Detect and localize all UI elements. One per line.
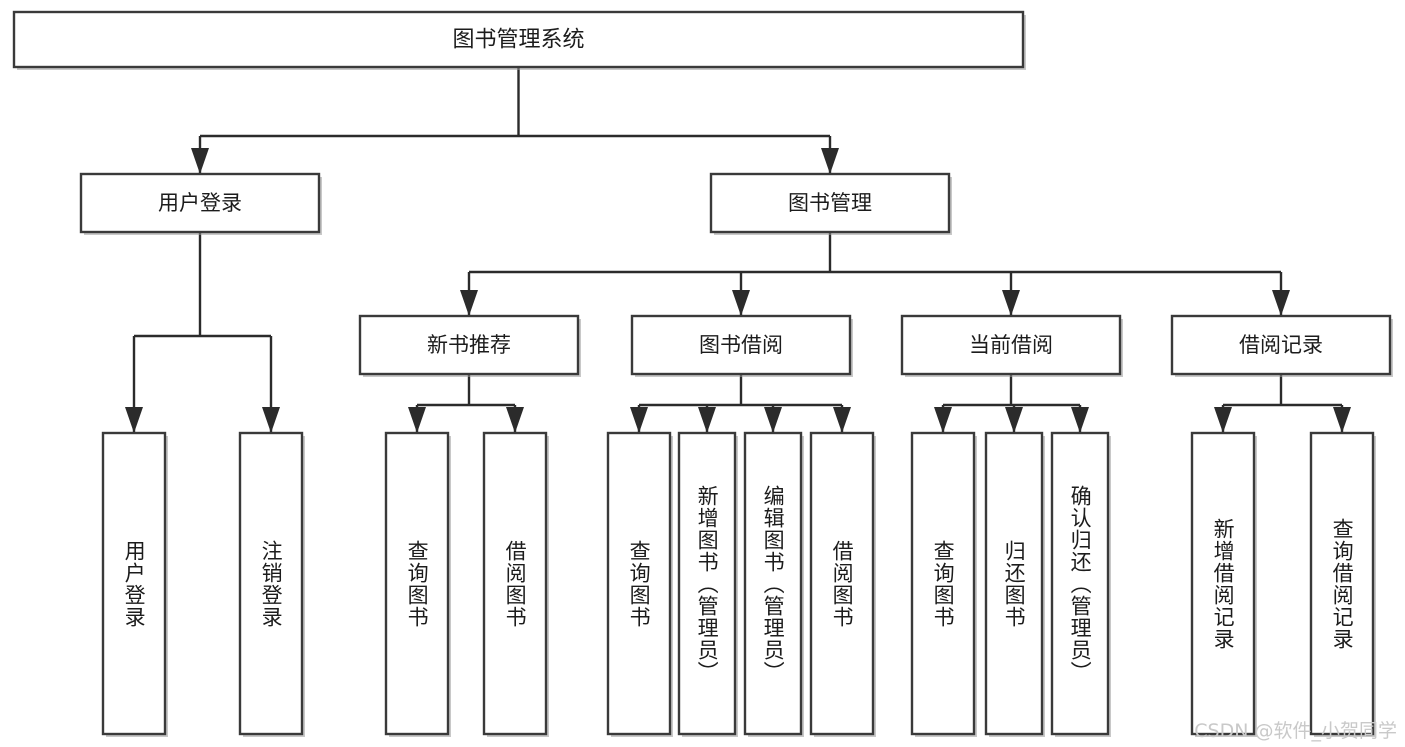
arrow-records-query-record bbox=[1333, 407, 1351, 433]
arrow-new-book-recommend bbox=[460, 290, 478, 316]
node-box-records-query-record[interactable] bbox=[1309, 431, 1375, 736]
node-box-new-book-recommend[interactable] bbox=[358, 314, 580, 376]
arrow-current-confirm-return bbox=[1071, 407, 1089, 433]
node-box-layer bbox=[12, 10, 1393, 737]
node-box-borrow-edit-book[interactable] bbox=[743, 431, 803, 736]
node-label-borrow-records: 借阅记录 bbox=[1239, 333, 1323, 357]
node-box-book-borrow[interactable] bbox=[630, 314, 852, 376]
arrow-book-manage bbox=[821, 148, 839, 174]
csdn-watermark: CSDN @软件_小贺同学 bbox=[1194, 720, 1397, 742]
arrow-current-query-book bbox=[934, 407, 952, 433]
node-box-user-login-logout[interactable] bbox=[238, 431, 304, 736]
arrow-borrow-query-book bbox=[630, 407, 648, 433]
node-label-root: 图书管理系统 bbox=[452, 28, 584, 53]
node-box-root[interactable] bbox=[12, 10, 1025, 69]
node-label-book-borrow: 图书借阅 bbox=[699, 333, 783, 357]
node-box-borrow-lend-book[interactable] bbox=[809, 431, 875, 736]
node-box-current-borrow[interactable] bbox=[900, 314, 1122, 376]
node-box-book-manage[interactable] bbox=[709, 172, 951, 234]
node-box-user-login-login[interactable] bbox=[101, 431, 167, 736]
arrow-book-borrow bbox=[732, 290, 750, 316]
arrow-user-login-login bbox=[125, 407, 143, 433]
arrow-current-return-book bbox=[1005, 407, 1023, 433]
arrow-user-login-logout bbox=[262, 407, 280, 433]
node-box-user-login[interactable] bbox=[79, 172, 321, 234]
arrow-borrow-lend-book bbox=[833, 407, 851, 433]
node-box-borrow-records[interactable] bbox=[1170, 314, 1392, 376]
arrow-recommend-query-book bbox=[408, 407, 426, 433]
node-box-current-return-book[interactable] bbox=[984, 431, 1044, 736]
connector-layer bbox=[125, 67, 1351, 433]
node-box-recommend-borrow-book[interactable] bbox=[482, 431, 548, 736]
node-label-book-manage: 图书管理 bbox=[788, 191, 872, 215]
node-label-new-book-recommend: 新书推荐 bbox=[427, 333, 511, 357]
node-box-recommend-query-book[interactable] bbox=[384, 431, 450, 736]
node-label-current-borrow: 当前借阅 bbox=[969, 333, 1053, 357]
node-box-borrow-add-book[interactable] bbox=[677, 431, 737, 736]
node-box-current-query-book[interactable] bbox=[910, 431, 976, 736]
node-box-current-confirm-return[interactable] bbox=[1050, 431, 1110, 736]
arrow-borrow-edit-book bbox=[764, 407, 782, 433]
arrow-user-login bbox=[191, 148, 209, 174]
node-box-borrow-query-book[interactable] bbox=[606, 431, 672, 736]
arrow-records-add-record bbox=[1214, 407, 1232, 433]
arrow-borrow-add-book bbox=[698, 407, 716, 433]
node-box-records-add-record[interactable] bbox=[1190, 431, 1256, 736]
arrow-borrow-records bbox=[1272, 290, 1290, 316]
arrow-recommend-borrow-book bbox=[506, 407, 524, 433]
arrow-current-borrow bbox=[1002, 290, 1020, 316]
node-label-user-login: 用户登录 bbox=[158, 191, 242, 215]
